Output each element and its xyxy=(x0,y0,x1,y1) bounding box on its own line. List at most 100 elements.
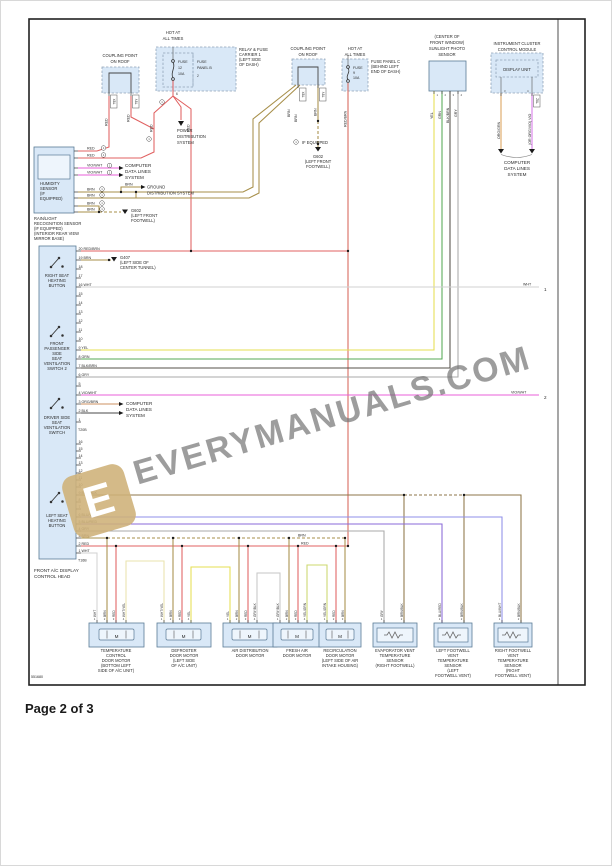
cluster-brace xyxy=(500,154,533,158)
g602-ground: G602 xyxy=(131,208,142,213)
coupling1-label: COUPLING POINT xyxy=(102,53,138,58)
connector-tags xyxy=(110,87,541,109)
sensor-evaporator-vent: 1 2 GRY BRN/BLK EVAPORATOR VENT TEMPERAT… xyxy=(372,602,418,668)
pin: 8 GRN xyxy=(79,355,90,359)
fuse-c-box xyxy=(341,58,369,92)
wires-gry xyxy=(81,91,459,623)
wires-stubs xyxy=(172,47,533,93)
wires-brn xyxy=(78,84,346,623)
relay-carrier-label: RELAY & FUSE xyxy=(239,47,268,52)
pin-number: 2 xyxy=(104,617,106,621)
pin: 14 xyxy=(79,454,83,458)
pin-number: 4 xyxy=(188,617,190,621)
motor-temperature-control: M 1 2 3 4 WHT BRN RED WHT/YEL TEMPERATUR… xyxy=(88,603,145,673)
pin: 17 xyxy=(79,274,83,278)
wire-label: GRY xyxy=(454,109,458,117)
pin: 16 WHT xyxy=(79,283,93,287)
wire-label: YEL/GRN xyxy=(323,602,327,617)
connector-tag-labels: T8X T8Y T8X T8Y T8Z xyxy=(112,91,539,105)
motor-label: OF A/C UNIT) xyxy=(171,663,197,668)
continuation-marker: 1 xyxy=(544,287,547,292)
pin-number: 3 xyxy=(504,89,506,93)
rainlight-label: RECOGNITION SENSOR xyxy=(34,221,81,226)
wires-yel xyxy=(81,91,435,623)
section-label: SWITCH xyxy=(49,430,65,435)
diagram-code: 551680 xyxy=(31,675,43,679)
footnote-1: 1 xyxy=(109,164,111,168)
pin-number: 4 xyxy=(254,617,256,621)
wire-label: BRN xyxy=(87,188,95,192)
section-label: HEATING xyxy=(48,518,66,523)
wires-brn-blk xyxy=(81,494,522,623)
g602-ground: (LEFT FRONT xyxy=(131,213,158,218)
ground-distribution: GROUND xyxy=(147,185,165,190)
humidity-label: EQUIPPED) xyxy=(40,196,63,201)
wire-label: RED xyxy=(187,124,191,132)
wire-label: WHT xyxy=(523,283,532,287)
continuation-marker: 2 xyxy=(544,395,547,400)
coupling-loops xyxy=(108,66,319,93)
display-unit-box xyxy=(495,59,539,78)
wire-label: BRN xyxy=(294,114,298,122)
fuse-c-label: 10A xyxy=(353,76,360,80)
computer-data-lines: DATA LINES xyxy=(126,407,152,412)
fuse-b-label: 10A xyxy=(178,72,185,76)
sensor-label: VENT xyxy=(508,653,519,658)
g407-ground: (LEFT SIDE OF xyxy=(120,260,149,265)
wire-label: BRN xyxy=(87,194,95,198)
footnote-numbers: 1 1 1 1 1 1 1 1 1 1 1 xyxy=(101,100,297,211)
footnote-1: 1 xyxy=(101,207,103,211)
wire-label: YEL xyxy=(430,112,434,119)
fuse-panel-c: (BEHIND LEFT xyxy=(371,64,399,69)
motor-symbol: M xyxy=(115,634,119,639)
fuse-c-symbol xyxy=(346,65,350,83)
motor-label: DOOR MOTOR xyxy=(102,658,131,663)
wire-label: GRN xyxy=(438,111,442,119)
pin-number: 3 xyxy=(245,617,247,621)
motor-label: FRESH AIR xyxy=(286,648,308,653)
section-label: VENTILATION xyxy=(44,361,71,366)
relay-carrier-label: CARRIER 1 xyxy=(239,52,262,57)
section-label: BUTTON xyxy=(49,283,66,288)
sensor-label: SENSOR xyxy=(386,658,403,663)
relay-carrier-label: (LEFT SIDE xyxy=(239,57,261,62)
fuse-panel-c: END OF DASH) xyxy=(371,69,401,74)
pin: 7 BLK/BRN xyxy=(79,364,98,368)
motor-label: SIDE OF A/C UNIT) xyxy=(98,668,135,673)
section-label: VENTILATION xyxy=(44,425,71,430)
motors: M 1 2 3 4 WHT BRN RED WHT/YEL TEMPERATUR… xyxy=(88,602,362,673)
power-distribution: POWER xyxy=(177,128,193,133)
control-head-name: CONTROL HEAD xyxy=(34,574,71,579)
pin-number: 3 xyxy=(453,93,455,97)
footnote-1: 1 xyxy=(101,193,103,197)
pin: 14 xyxy=(79,301,83,305)
wires-wht xyxy=(81,286,539,623)
section-label: SIDE xyxy=(52,351,62,356)
motor-symbol: M xyxy=(295,634,299,639)
pin: 6 GRY xyxy=(79,373,90,377)
wire-label: VIO/WHT xyxy=(511,391,527,395)
power-distribution: DISTRIBUTION xyxy=(177,134,206,139)
hot-at-all-times: HOT AT xyxy=(166,30,181,35)
wire-label: RED xyxy=(178,610,182,617)
pin: 3 ORG/BRN xyxy=(79,400,99,404)
pin: 9 YEL xyxy=(79,346,89,350)
wire-label: RED xyxy=(294,610,298,617)
pin-number: 4 xyxy=(527,89,529,93)
wire-label: BLU/RED xyxy=(438,602,442,617)
tag-label: T8X xyxy=(301,91,305,98)
pin-number: 2 xyxy=(401,617,403,621)
sensor-label: SENSOR xyxy=(504,663,521,668)
footnote-1: 1 xyxy=(148,137,150,141)
wire-label: GRY/BLK xyxy=(276,602,280,617)
pin: 1 xyxy=(79,418,81,422)
wires xyxy=(78,47,539,623)
section-label: DRIVER SIDE xyxy=(44,415,70,420)
wire-label: VIO/WHT xyxy=(87,164,103,168)
power-distribution: SYSTEM xyxy=(177,140,194,145)
fuse-b-pin-out: 6 xyxy=(176,92,178,96)
sensor-label: FOOTWELL VENT) xyxy=(435,673,471,678)
wire-label: YEL xyxy=(187,611,191,617)
motor-label: INTAKE HOUSING) xyxy=(322,663,359,668)
fuse-b-pin: 2 xyxy=(197,74,199,78)
